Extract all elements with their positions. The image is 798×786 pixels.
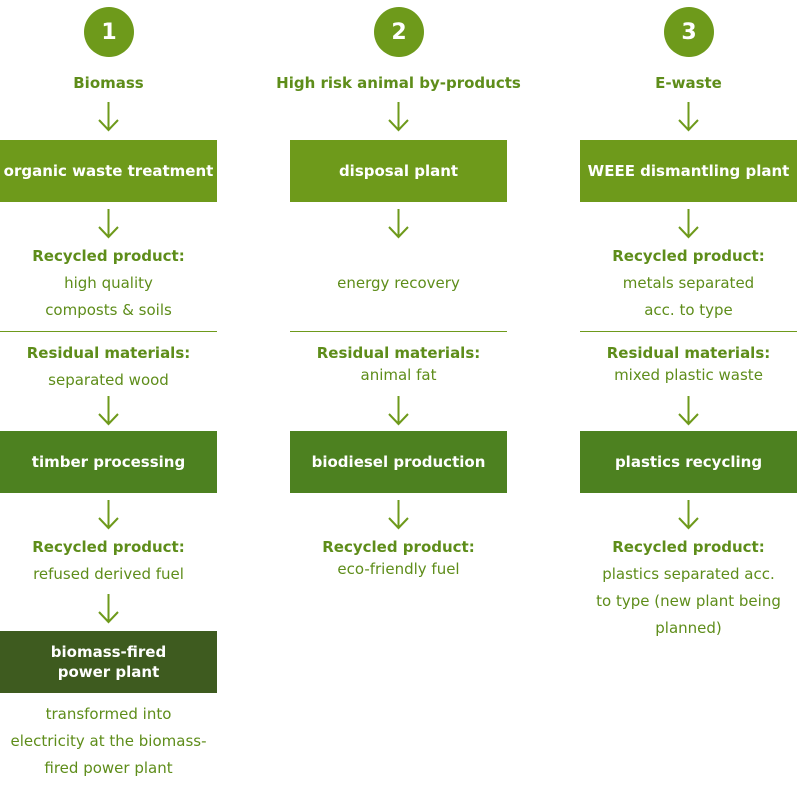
down-arrow-icon bbox=[678, 102, 699, 132]
recycled-product-value: refused derived fuel bbox=[33, 565, 184, 583]
column-e-waste: 3 E-waste WEEE dismantling plant Recycle… bbox=[580, 0, 797, 786]
down-arrow-icon bbox=[98, 396, 119, 426]
recycled-product-value: eco-friendly fuel bbox=[337, 560, 460, 578]
column-title: High risk animal by-products bbox=[276, 74, 521, 92]
down-arrow-icon bbox=[678, 500, 699, 530]
residual-materials-value: separated wood bbox=[48, 371, 169, 389]
recycled-product-label: Recycled product: bbox=[32, 247, 185, 265]
divider bbox=[0, 331, 217, 332]
divider bbox=[580, 331, 797, 332]
recycled-product-line: to type (new plant being bbox=[596, 592, 781, 610]
down-arrow-icon bbox=[388, 396, 409, 426]
process-box-line: power plant bbox=[57, 663, 160, 681]
process-box: organic waste treatment bbox=[0, 140, 217, 202]
down-arrow-icon bbox=[98, 594, 119, 624]
process-box: disposal plant bbox=[290, 140, 507, 202]
recycled-product-line: planned) bbox=[655, 619, 722, 637]
down-arrow-icon bbox=[678, 396, 699, 426]
column-title: Biomass bbox=[73, 74, 144, 92]
residual-materials-label: Residual materials: bbox=[316, 344, 481, 362]
residual-materials-label: Residual materials: bbox=[606, 344, 771, 362]
residual-materials-value: mixed plastic waste bbox=[614, 366, 763, 384]
down-arrow-icon bbox=[98, 102, 119, 132]
final-output-line: electricity at the biomass- bbox=[10, 732, 207, 750]
column-animal-by-products: 2 High risk animal by-products disposal … bbox=[276, 0, 521, 786]
process-box: WEEE dismantling plant bbox=[580, 140, 797, 202]
final-output-line: transformed into bbox=[45, 705, 172, 723]
recycled-product-line: metals separated bbox=[622, 274, 755, 292]
step-number-badge: 3 bbox=[664, 7, 714, 57]
recycled-product-label: Recycled product: bbox=[612, 247, 765, 265]
process-box: timber processing bbox=[0, 431, 217, 493]
process-box: biodiesel production bbox=[290, 431, 507, 493]
down-arrow-icon bbox=[98, 209, 119, 239]
recycled-product-line: high quality bbox=[64, 274, 153, 292]
down-arrow-icon bbox=[678, 209, 699, 239]
process-box-line: biomass-fired bbox=[50, 643, 167, 661]
down-arrow-icon bbox=[388, 102, 409, 132]
recycled-product-label: Recycled product: bbox=[322, 538, 475, 556]
residual-materials-label: Residual materials: bbox=[26, 344, 191, 362]
recycled-product-line: composts & soils bbox=[45, 301, 172, 319]
residual-materials-value: animal fat bbox=[360, 366, 437, 384]
column-title: E-waste bbox=[655, 74, 722, 92]
step-number-badge: 1 bbox=[84, 7, 134, 57]
recycled-product-value: energy recovery bbox=[337, 274, 460, 292]
down-arrow-icon bbox=[98, 500, 119, 530]
recycled-product-label: Recycled product: bbox=[32, 538, 185, 556]
step-number-badge: 2 bbox=[374, 7, 424, 57]
recycled-product-line: acc. to type bbox=[644, 301, 733, 319]
recycled-product-line: plastics separated acc. bbox=[602, 565, 775, 583]
divider bbox=[290, 331, 507, 332]
down-arrow-icon bbox=[388, 209, 409, 239]
process-box: biomass-fired power plant bbox=[0, 631, 217, 693]
process-box: plastics recycling bbox=[580, 431, 797, 493]
final-output-line: fired power plant bbox=[44, 759, 173, 777]
down-arrow-icon bbox=[388, 500, 409, 530]
column-biomass: 1 Biomass organic waste treatment Recycl… bbox=[0, 0, 217, 786]
recycled-product-label: Recycled product: bbox=[612, 538, 765, 556]
